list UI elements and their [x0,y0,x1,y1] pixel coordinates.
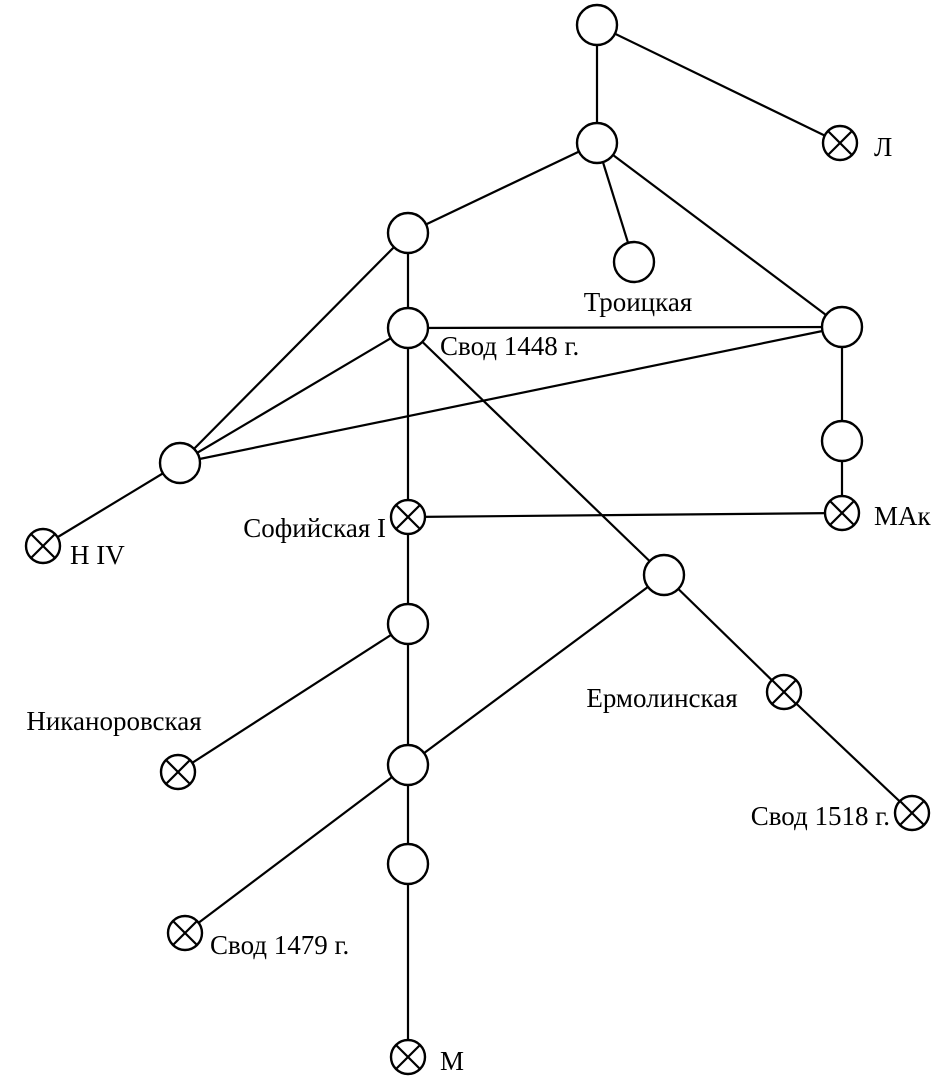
edge-n2-n7 [596,142,843,328]
nodes-layer [24,3,931,1076]
node-label-n11: Софийская I [243,513,386,543]
node-label-n12: Н IV [70,540,125,570]
edge-n1-n3 [596,24,841,144]
edge-n14-n15 [177,623,409,773]
edge-n13-n16 [407,574,665,766]
hypothetical-node-n19 [386,842,430,886]
node-label-n10: МАк [874,501,932,531]
hypothetical-node-n9 [820,419,864,463]
edge-n2-n4 [407,142,598,234]
hypothetical-node-n16 [386,743,430,787]
node-label-n6: Свод 1448 г. [440,331,579,361]
node-label-n5: Троицкая [584,287,692,317]
edge-n4-n8 [179,232,409,464]
edge-n8-n7 [179,325,843,465]
edge-n6-n8 [179,327,409,464]
hypothetical-node-n5 [612,240,656,284]
hypothetical-node-n2 [575,121,619,165]
hypothetical-node-n13 [642,553,686,597]
edge-n11-n10 [407,511,843,519]
extant-node-n17 [765,673,803,711]
node-label-n18: Свод 1518 г. [751,801,890,831]
edges-layer [42,24,913,1057]
edge-n16-n20 [184,764,409,934]
hypothetical-node-n6 [386,306,430,350]
extant-node-n20 [166,914,204,952]
edge-n6-n13 [407,327,665,576]
hypothetical-node-n7 [820,305,864,349]
node-label-n3: Л [874,132,892,162]
node-label-n17: Ермолинская [586,683,737,713]
extant-node-n10 [823,494,861,532]
edge-n8-n12 [42,462,181,547]
extant-node-n11 [389,498,427,536]
hypothetical-node-n1 [575,3,619,47]
hypothetical-node-n4 [386,211,430,255]
node-label-n21: М [440,1046,464,1076]
edge-n13-n17 [663,574,785,693]
node-label-n20: Свод 1479 г. [210,930,349,960]
hypothetical-node-n8 [158,441,202,485]
hypothetical-node-n14 [386,602,430,646]
extant-node-n3 [821,124,859,162]
extant-node-n15 [159,753,197,791]
extant-node-n18 [893,794,931,832]
extant-node-n21 [389,1038,427,1076]
node-label-n15: Никаноровская [26,706,201,736]
edge-n6-n7 [407,325,843,330]
extant-node-n12 [24,527,62,565]
edge-n17-n18 [783,691,913,814]
